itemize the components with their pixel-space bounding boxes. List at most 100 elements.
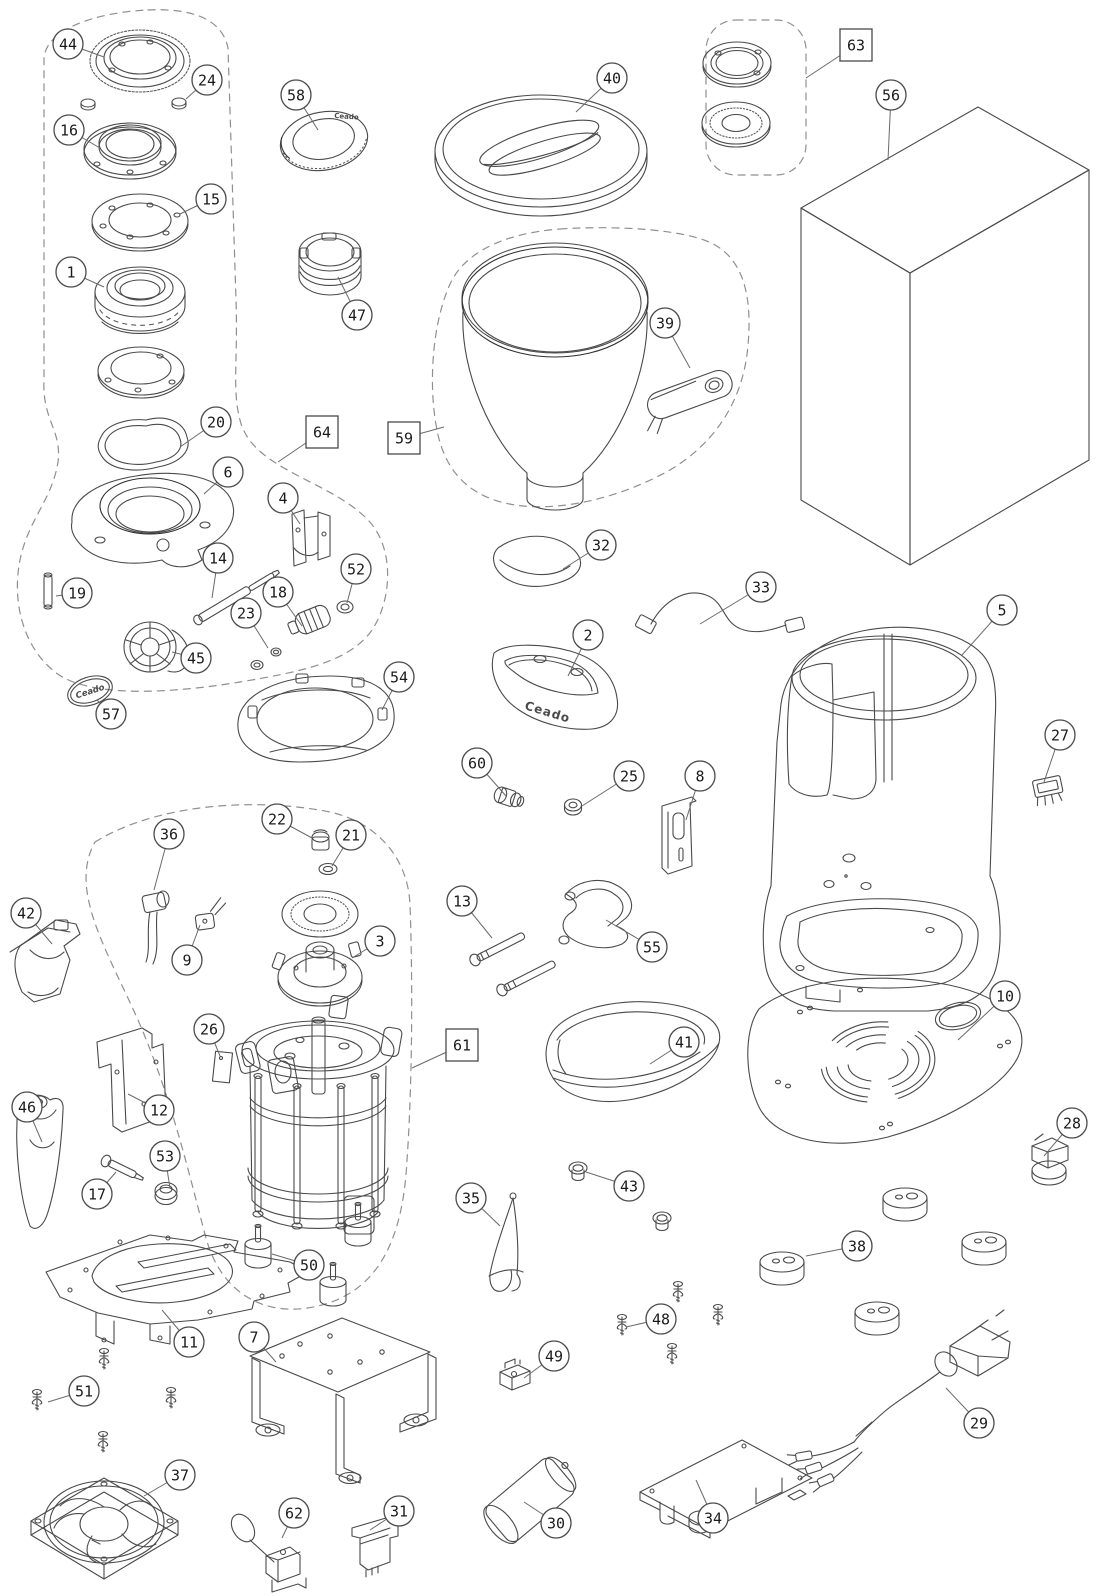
- callout-15-retaining-ring: 15: [179, 183, 227, 215]
- callout-59-bean-hopper: 59: [387, 421, 445, 455]
- part-4-fork-bracket: [291, 509, 331, 567]
- callout-62-dosing-lever: 62: [278, 1497, 310, 1539]
- part-14-drive-shaft: [193, 569, 280, 626]
- callout-22-cap: 22: [261, 803, 313, 839]
- svg-text:3: 3: [375, 932, 384, 950]
- svg-text:34: 34: [704, 1509, 722, 1527]
- callout-57-logo-badge: 57: [95, 698, 127, 730]
- svg-text:53: 53: [156, 1147, 174, 1165]
- callout-56-packaging-box: 56: [875, 79, 907, 161]
- svg-text:59: 59: [395, 429, 413, 447]
- callout-18-worm-gear: 18: [262, 576, 303, 627]
- svg-text:46: 46: [18, 1098, 36, 1116]
- svg-text:42: 42: [17, 904, 35, 922]
- svg-text:28: 28: [1063, 1114, 1081, 1132]
- callout-13-long-screws: 13: [446, 885, 493, 939]
- callout-52-washer: 52: [340, 553, 372, 604]
- svg-text:38: 38: [848, 1237, 866, 1255]
- callout-26-label-plate: 26: [193, 1013, 225, 1057]
- callout-54-support-ring: 54: [381, 661, 415, 711]
- svg-text:32: 32: [592, 536, 610, 554]
- part-44-ring-gear: [89, 29, 191, 93]
- svg-text:6: 6: [223, 463, 232, 481]
- callout-12-side-bracket: 12: [127, 1093, 175, 1126]
- callout-61-motor-assembly: 61: [411, 1028, 479, 1069]
- callout-45-adjustment-knob: 45: [171, 642, 212, 674]
- svg-text:8: 8: [695, 767, 704, 785]
- part-49-clip-nut: [499, 1358, 531, 1391]
- part-25-nut: [563, 798, 583, 816]
- part-42-chute: [9, 919, 81, 1003]
- part-37-cooling-fan: [30, 1477, 179, 1580]
- svg-text:31: 31: [390, 1502, 408, 1520]
- assembly-outline-61: [85, 804, 413, 1310]
- callout-38-rubber-feet: 38: [805, 1230, 873, 1262]
- svg-text:22: 22: [268, 810, 286, 828]
- part-7-support-stand: [249, 1317, 437, 1485]
- svg-text:18: 18: [269, 583, 287, 601]
- callout-34-control-board: 34: [695, 1479, 729, 1534]
- part-47-adjustment-collar: [298, 232, 362, 296]
- part-55-fork-holder: [558, 879, 633, 949]
- callout-35-wire-guard: 35: [455, 1182, 501, 1227]
- svg-text:1: 1: [66, 263, 75, 281]
- part-10-base-plate: [747, 977, 1023, 1144]
- callout-33-wiring-cable: 33: [699, 571, 777, 625]
- callout-53-push-button: 53: [149, 1140, 181, 1189]
- svg-text:47: 47: [348, 306, 366, 324]
- callout-23-small-washers: 23: [230, 597, 269, 649]
- part-61-motor-assembly: [234, 1016, 403, 1235]
- callout-47-adjustment-collar: 47: [337, 276, 373, 331]
- callout-58-adjustment-dial: 58: [280, 79, 319, 131]
- callout-42-chute: 42: [10, 897, 53, 945]
- svg-text:39: 39: [656, 314, 674, 332]
- callout-21-washer: 21: [331, 819, 367, 867]
- svg-text:12: 12: [150, 1101, 168, 1119]
- callout-46-holder: 46: [11, 1091, 43, 1143]
- svg-text:11: 11: [180, 1333, 198, 1351]
- part-62-dosing-lever: [230, 1513, 307, 1593]
- part-53-push-button: [154, 1181, 178, 1206]
- part-63-burr-set: [701, 41, 772, 148]
- svg-text:61: 61: [453, 1036, 471, 1054]
- svg-text:37: 37: [171, 1466, 189, 1484]
- svg-text:19: 19: [68, 584, 86, 602]
- svg-text:10: 10: [996, 987, 1014, 1005]
- part-24-nuts: [80, 97, 187, 111]
- callout-48-screws: 48: [625, 1303, 677, 1335]
- callout-3-lower-burr-carrier: 3: [351, 925, 396, 959]
- callout-11-mounting-plate: 11: [161, 1309, 205, 1358]
- svg-text:51: 51: [75, 1382, 93, 1400]
- part-54-support-ring: [237, 673, 395, 763]
- svg-text:30: 30: [547, 1514, 565, 1532]
- svg-text:16: 16: [60, 121, 78, 139]
- callout-2-front-cover: 2: [567, 619, 604, 677]
- assembly-outline-63: [705, 19, 807, 176]
- part-13-long-screws: [469, 932, 556, 997]
- part-27-micro-switch: [1032, 775, 1064, 807]
- part-1-bearing: [94, 266, 186, 335]
- callout-8-flat-bracket: 8: [684, 760, 716, 821]
- callout-6-burr-carrier-ring: 6: [203, 456, 244, 495]
- callout-14-drive-shaft: 14: [202, 542, 234, 599]
- svg-text:24: 24: [198, 71, 216, 89]
- callout-10-base-plate: 10: [957, 980, 1021, 1041]
- part-58-adjustment-dial: Ceado: [279, 110, 369, 172]
- svg-text:23: 23: [237, 604, 255, 622]
- svg-text:25: 25: [620, 767, 638, 785]
- callout-32-deflector: 32: [562, 529, 617, 570]
- callout-16-bearing-flange: 16: [53, 114, 101, 149]
- svg-text:60: 60: [468, 754, 486, 772]
- callout-40-hopper-lid: 40: [575, 62, 628, 113]
- part-36-sensor: [141, 890, 170, 965]
- part-56-packaging-box: [800, 106, 1090, 566]
- part-40-hopper-lid: [434, 94, 648, 217]
- part-29-power-cord: [786, 1309, 1011, 1493]
- svg-text:21: 21: [342, 826, 360, 844]
- svg-text:35: 35: [462, 1189, 480, 1207]
- svg-text:54: 54: [390, 668, 408, 686]
- svg-text:41: 41: [675, 1033, 693, 1051]
- assembly-outline-59: [431, 227, 750, 508]
- svg-text:27: 27: [1051, 726, 1069, 744]
